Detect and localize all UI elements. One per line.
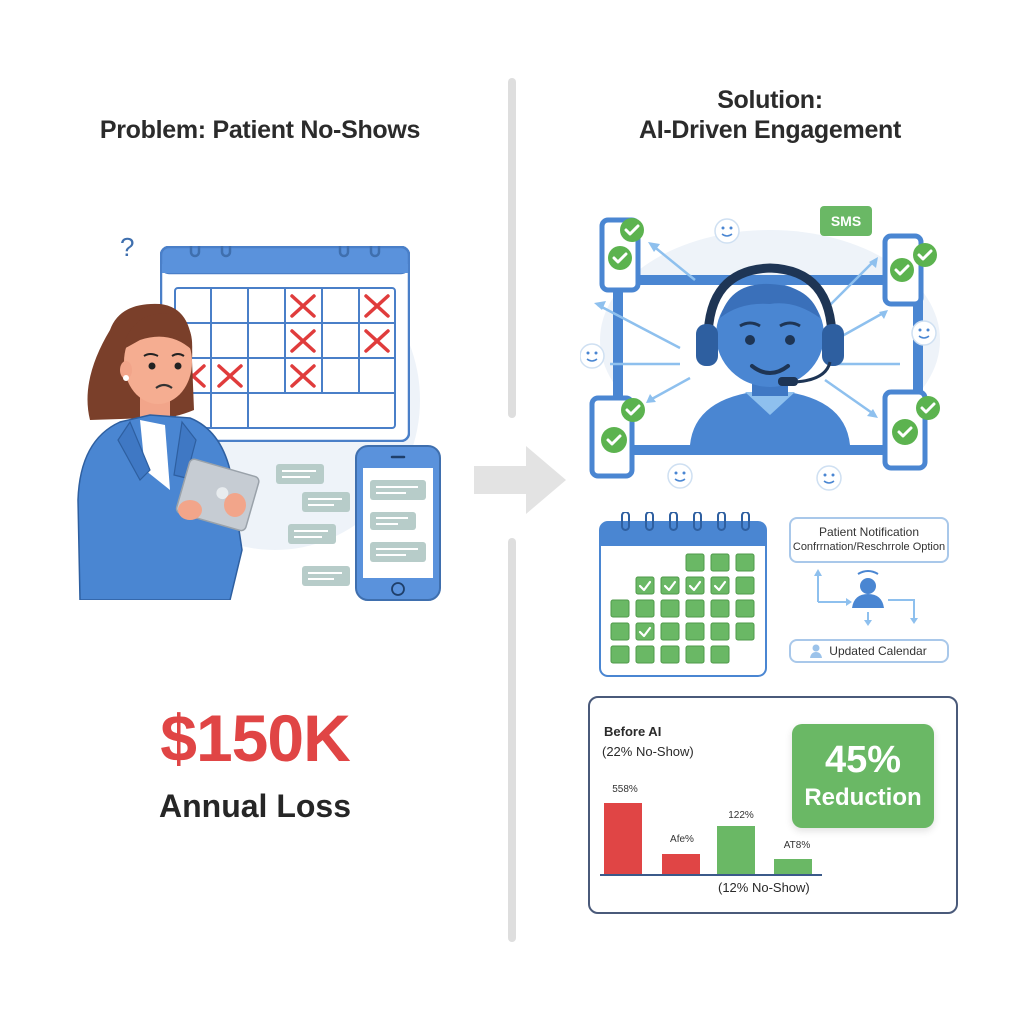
before-ai-rate: (22% No-Show) <box>602 744 694 759</box>
solution-title-line2: AI-Driven Engagement <box>638 116 902 144</box>
reduction-badge: 45% Reduction <box>792 724 934 828</box>
bar-before-2 <box>662 854 700 874</box>
smartphone-icon <box>355 445 441 601</box>
bar-label: AT8% <box>783 840 811 851</box>
no-show-bar-chart: 558% Afe% 122% AT8% <box>600 784 822 876</box>
notification-flow-arrows <box>810 566 940 638</box>
patient-user-icon <box>814 569 918 626</box>
bar-after-2 <box>774 859 812 874</box>
reduction-label: Reduction <box>804 784 922 811</box>
notification-title: Patient Notification <box>818 525 920 539</box>
annual-loss-amount: $150K <box>160 701 351 775</box>
after-ai-rate: (12% No-Show) <box>718 880 810 895</box>
bar-after-1 <box>717 826 755 874</box>
chart-baseline <box>600 874 822 876</box>
notification-subtitle: Confrrnation/Reschrrole Option <box>792 541 946 553</box>
reduction-value: 45% <box>824 739 902 781</box>
message-bubbles <box>270 460 360 600</box>
problem-title: Problem: Patient No-Shows <box>99 116 421 144</box>
updated-calendar-box: Updated Calendar <box>789 639 949 663</box>
reminder-phone <box>354 444 442 602</box>
updated-calendar-label: Updated Calendar <box>829 644 927 658</box>
divider-top <box>508 78 516 418</box>
sms-label: SMS <box>830 213 862 229</box>
solution-title-line1: Solution: <box>717 86 823 114</box>
ai-agent-hub <box>579 200 960 500</box>
patient-notification-box: Patient Notification Confrrnation/Reschr… <box>789 517 949 563</box>
chat-bubbles-icon <box>276 464 350 586</box>
bar-label: 558% <box>612 784 638 795</box>
transition-arrow <box>474 446 570 516</box>
ai-agent-headset-icon <box>579 217 940 491</box>
confirmed-calendar <box>598 511 768 678</box>
annual-loss-label: Annual Loss <box>158 788 351 824</box>
arrow-right-icon <box>474 446 566 514</box>
user-icon <box>809 644 823 658</box>
bar-before-1 <box>604 803 642 874</box>
bar-label: Afe% <box>670 834 694 845</box>
bar-label: 122% <box>728 810 754 821</box>
worried-staff-illustration <box>70 300 260 601</box>
worried-woman-icon <box>77 303 260 601</box>
divider-bottom <box>508 538 516 942</box>
calendar-icon <box>159 234 411 443</box>
calendar-check-icon <box>599 511 767 677</box>
question-mark-icon: ? <box>120 232 135 262</box>
before-ai-label: Before AI <box>604 724 662 739</box>
missed-appointments-calendar <box>159 234 411 443</box>
sms-bubble: SMS <box>820 206 872 236</box>
